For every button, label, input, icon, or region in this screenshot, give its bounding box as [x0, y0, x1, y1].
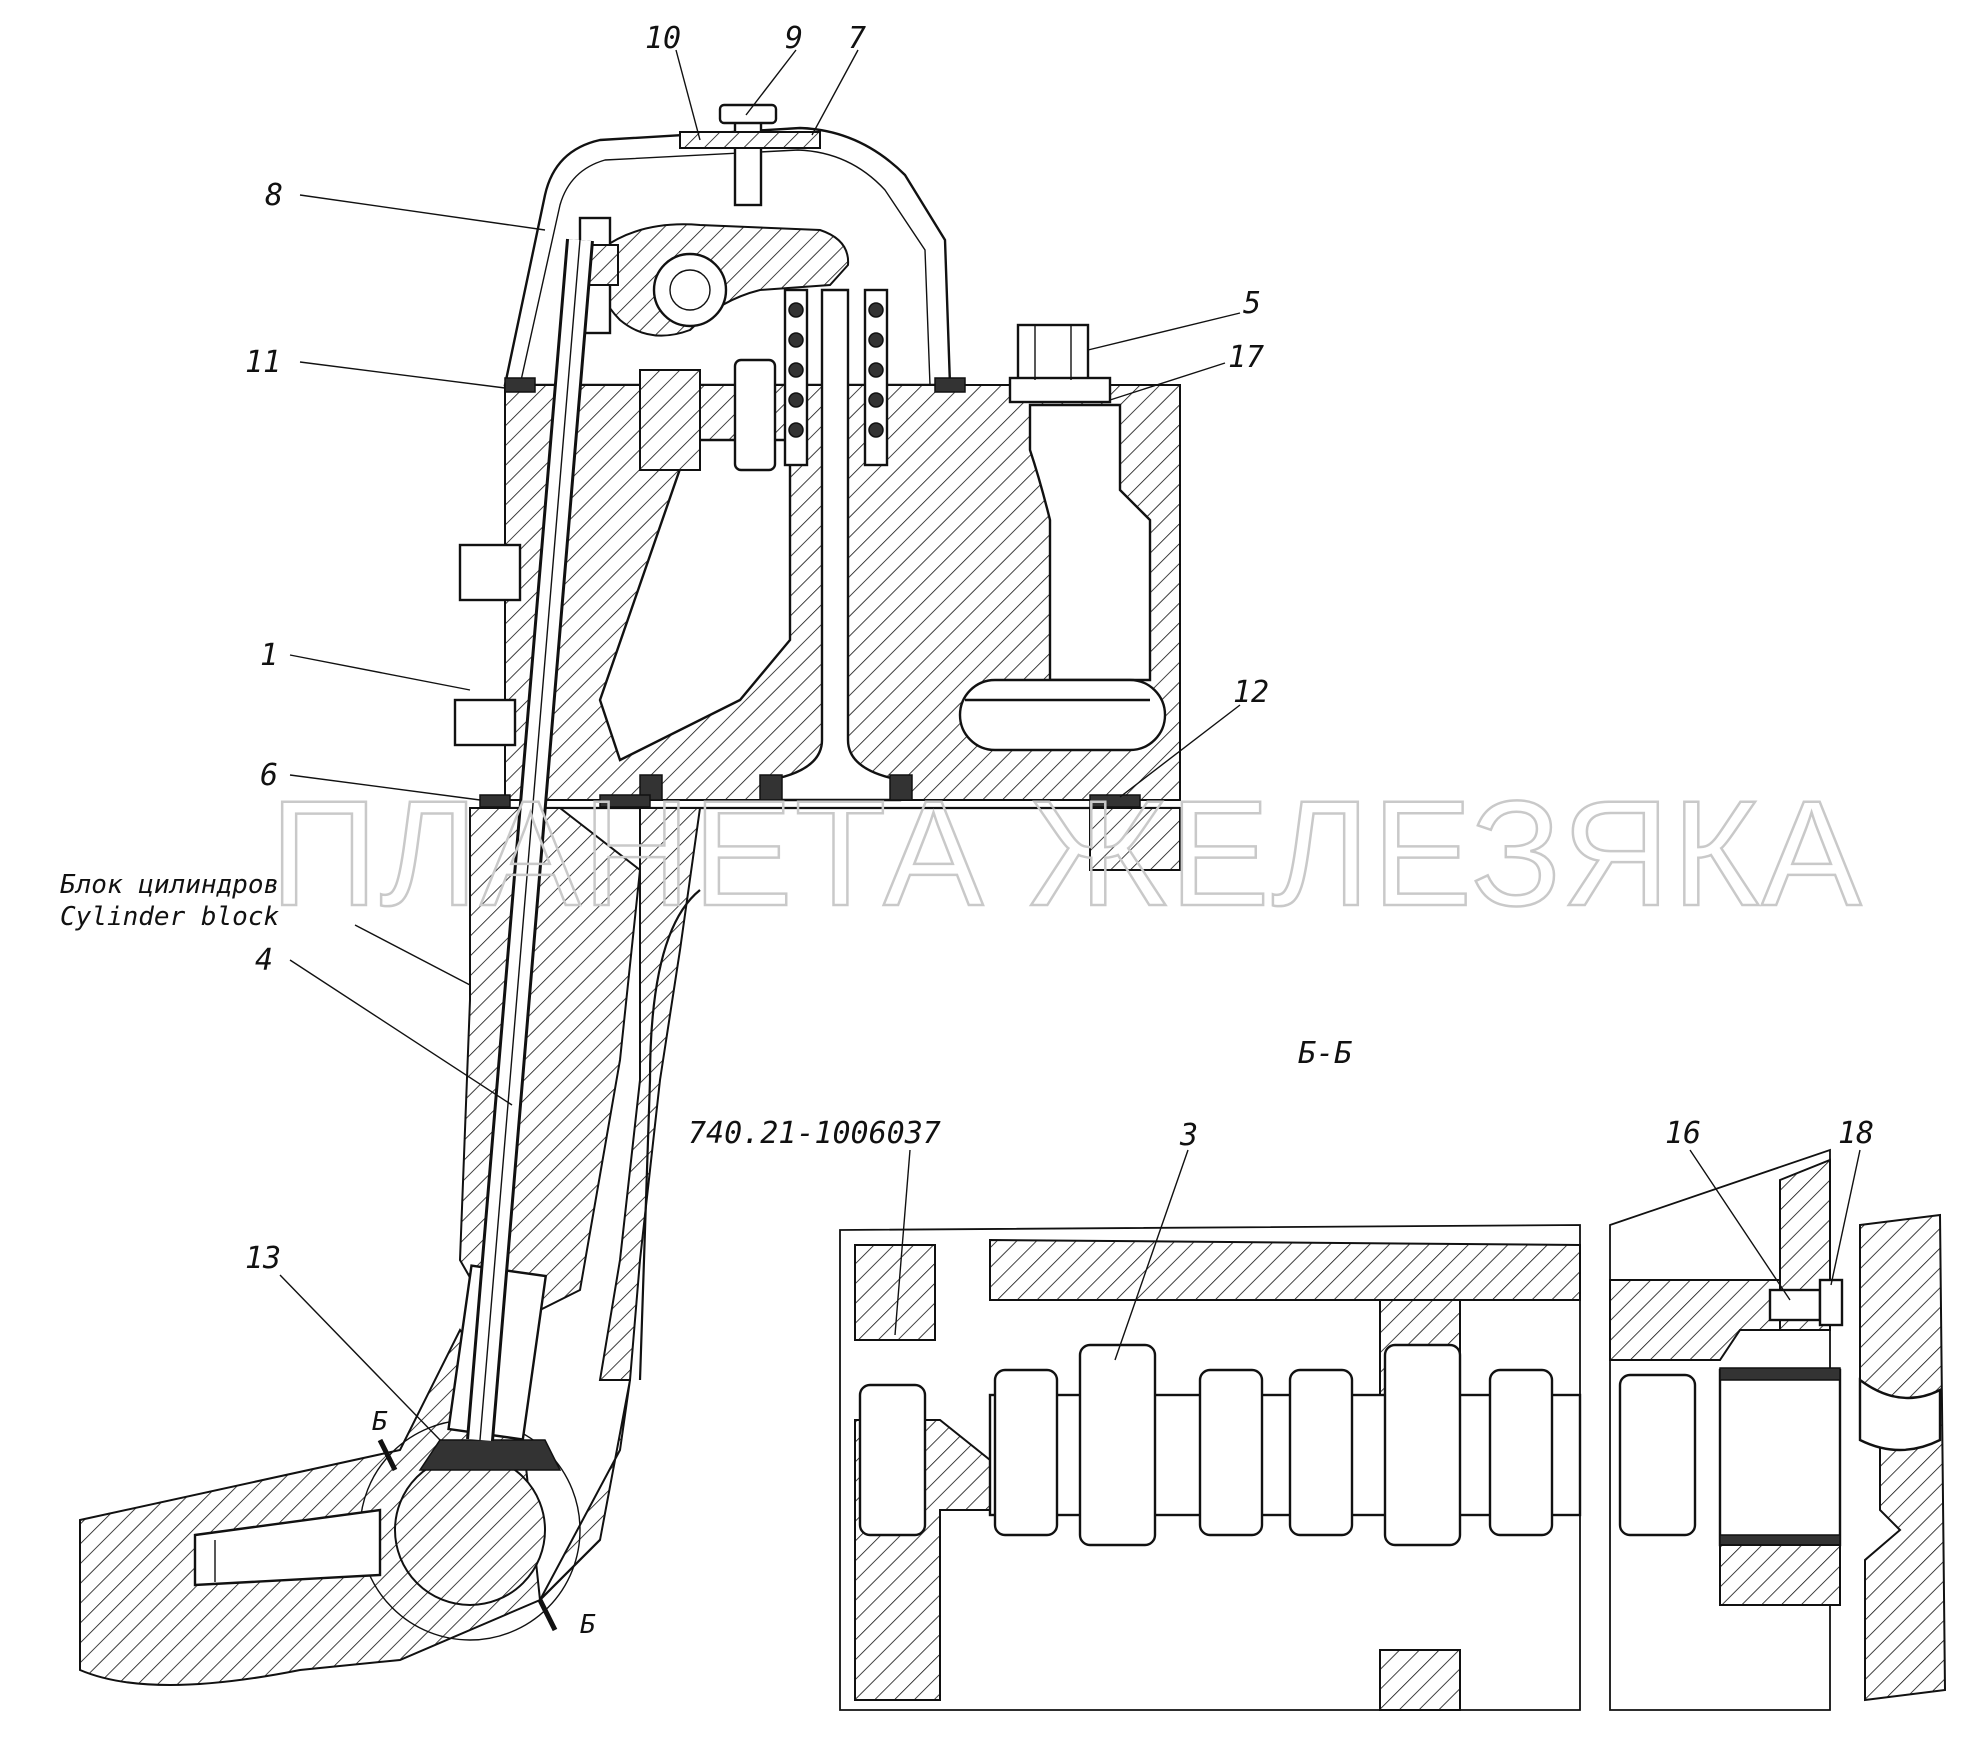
callout-4: 4 [255, 943, 273, 978]
camshaft-cam [394, 1454, 546, 1606]
part-number: 740.21-1006037 [688, 1116, 941, 1151]
callout-9: 9 [785, 21, 803, 56]
camshaft-bushing [1718, 1368, 1842, 1547]
head-assembly [453, 103, 1181, 810]
flange-bolt [1768, 1288, 1822, 1322]
cover-bolt [733, 108, 763, 207]
callout-7: 7 [848, 21, 866, 56]
callout-11: 11 [245, 345, 281, 380]
callout-18: 18 [1838, 1116, 1874, 1151]
lock-washer [1818, 1278, 1844, 1327]
cylinder-block [79, 807, 1181, 1686]
section-title: Б-Б [1298, 1036, 1352, 1071]
callout-13: 13 [245, 1241, 281, 1276]
callout-8: 8 [265, 178, 283, 213]
section-mark-top [377, 1438, 398, 1472]
valve-spring [783, 288, 889, 467]
section-mark-label-top: Б [372, 1407, 388, 1437]
callout-12: 12 [1233, 675, 1269, 710]
watermark: ПЛАНЕТА ЖЕЛЕЗЯКА [270, 769, 1863, 937]
leader-lines [279, 49, 1861, 1441]
head-bolt [1008, 323, 1112, 404]
callout-1: 1 [260, 638, 278, 673]
block-label-en: Cylinder block [60, 902, 279, 932]
rocker-shaft [652, 252, 728, 328]
section-mark-bottom [537, 1598, 558, 1632]
callout-5: 5 [1243, 286, 1261, 321]
camshaft-section [839, 1148, 1947, 1711]
block-label-ru: Блок цилиндров [60, 870, 279, 900]
camshaft-gear [1859, 1213, 1947, 1702]
callout-10: 10 [645, 21, 681, 56]
section-mark-label-bottom: Б [580, 1610, 596, 1640]
callout-6: 6 [260, 758, 278, 793]
callout-17: 17 [1228, 340, 1264, 375]
cover-gasket [504, 377, 536, 393]
callout-3: 3 [1179, 1118, 1198, 1153]
cover-washer [679, 131, 821, 149]
callout-16: 16 [1665, 1116, 1701, 1151]
